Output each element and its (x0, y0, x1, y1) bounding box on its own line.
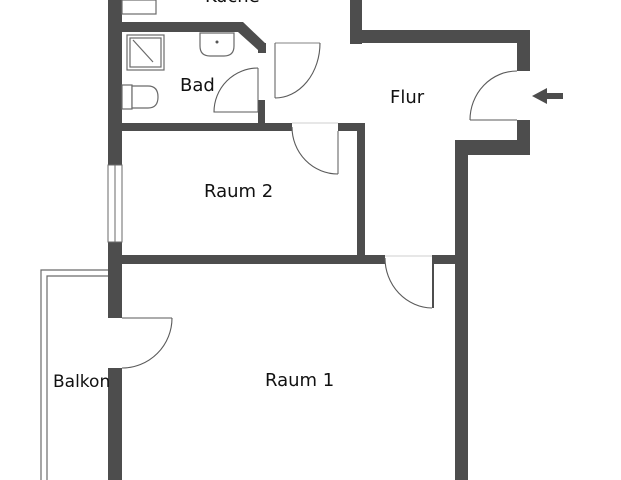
sink-icon (199, 32, 235, 57)
hall-walls (350, 30, 530, 480)
toilet-icon (121, 84, 159, 110)
balcony-railing (40, 269, 108, 480)
room-label-bath: Bad (180, 75, 215, 96)
room2-walls (122, 123, 365, 258)
bath-door[interactable] (213, 67, 259, 113)
shower-icon (126, 34, 165, 71)
window-raum-2 (107, 164, 123, 243)
room1-door[interactable] (384, 255, 433, 309)
room2-door[interactable] (291, 122, 339, 175)
left-outer-wall (108, 0, 122, 480)
room-label-balcony: Balkon (53, 372, 111, 392)
entrance-door[interactable] (469, 70, 518, 121)
room-label-room2: Raum 2 (204, 181, 274, 202)
kitchen-door[interactable] (274, 42, 321, 99)
room1-walls (122, 255, 455, 308)
entrance-arrow-icon (532, 88, 563, 104)
room-label-kitchen: Küche (205, 0, 260, 7)
room-label-hall: Flur (390, 87, 425, 108)
balcony-door[interactable] (108, 317, 173, 369)
room-label-room1: Raum 1 (265, 370, 335, 391)
bath-walls (122, 22, 266, 123)
